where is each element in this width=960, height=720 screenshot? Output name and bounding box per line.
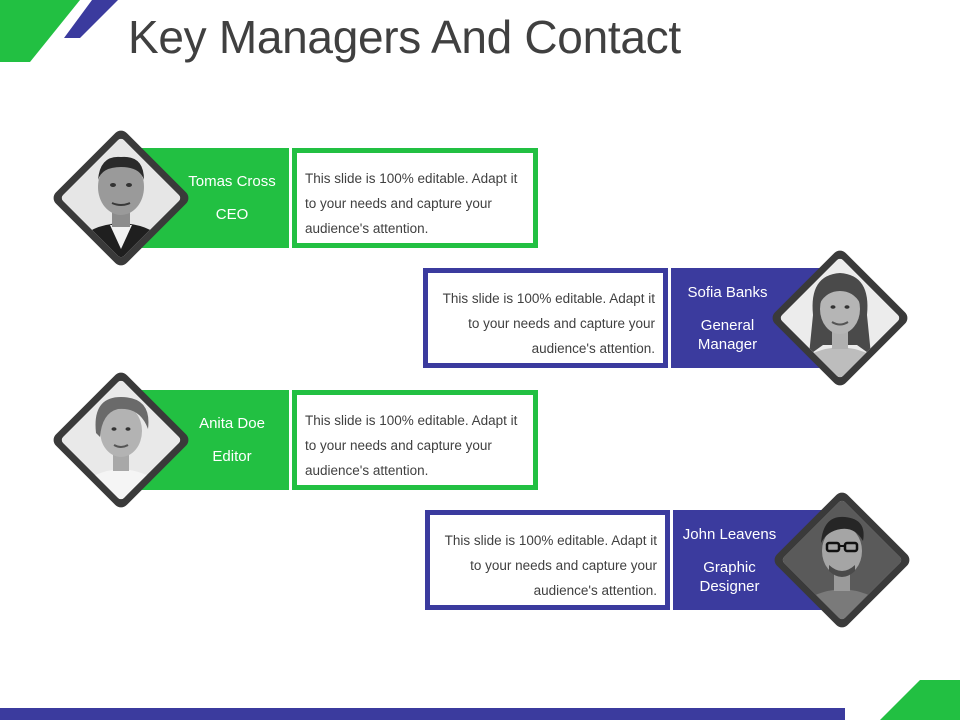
- person-name: Anita Doe: [199, 415, 265, 432]
- person-name: Sofia Banks: [687, 283, 768, 301]
- bottom-bar: [0, 708, 845, 720]
- woman-portrait-icon: [60, 379, 182, 501]
- man-portrait-icon: [60, 137, 182, 259]
- page-title: Key Managers And Contact: [128, 11, 681, 63]
- description-box: This slide is 100% editable. Adapt it to…: [423, 268, 668, 368]
- person-role: Editor: [212, 448, 252, 465]
- description-box: This slide is 100% editable. Adapt it to…: [292, 148, 538, 248]
- corner-decoration-bottom-right: [880, 680, 960, 720]
- man-glasses-portrait-icon: [781, 499, 903, 621]
- corner-decoration-top-left: [0, 0, 118, 62]
- description-box: This slide is 100% editable. Adapt it to…: [425, 510, 670, 610]
- portrait-frame: [771, 489, 913, 631]
- woman-portrait-icon: [779, 257, 901, 379]
- portrait-frame: [50, 127, 192, 269]
- person-name: John Leavens: [682, 525, 777, 543]
- person-role: General Manager: [697, 316, 758, 353]
- person-name: Tomas Cross: [188, 173, 276, 190]
- person-role: CEO: [215, 206, 249, 223]
- portrait-frame: [50, 369, 192, 511]
- description-box: This slide is 100% editable. Adapt it to…: [292, 390, 538, 490]
- person-role: Graphic Designer: [699, 558, 760, 595]
- portrait-frame: [769, 247, 911, 389]
